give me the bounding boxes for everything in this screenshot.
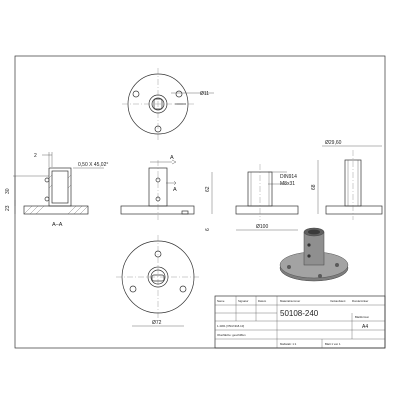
section-arrow-label: A xyxy=(173,187,177,193)
bottom-view: Ø72 xyxy=(116,235,200,327)
dim-screw-size: M8x31 xyxy=(280,181,295,187)
dim-screw-std: DIN914 xyxy=(280,174,297,180)
dim-height-62: 62 xyxy=(205,186,211,192)
dim-base: Ø72 xyxy=(152,320,162,326)
dim-hole-small: Ø11 xyxy=(200,91,209,97)
dim-height-23: 23 xyxy=(5,205,11,211)
section-arrow-label: A xyxy=(170,155,174,161)
sheet-border xyxy=(14,55,386,349)
section-view: 2 0,50 X 45,02° 30 23 A–A xyxy=(5,152,108,228)
title-block: Name Signatur Datum Materialnummer Verka… xyxy=(214,295,386,349)
tb-row3: 1.4301 [X5CrNi18-10] xyxy=(217,324,244,328)
tb-article-number: 50108-240 xyxy=(280,309,319,318)
dim-flange-top: Ø29,60 xyxy=(325,140,342,146)
front-view: A A xyxy=(120,155,195,220)
isometric-render xyxy=(279,227,349,282)
tb-sheet-label: Blatt 1 von 1 xyxy=(325,342,341,346)
side-view: DIN914 M8x31 62 6 Ø100 xyxy=(205,164,299,231)
dim-wall: 2 xyxy=(34,153,37,159)
tb-scale-label: Maßstab: 1:1 xyxy=(280,342,297,346)
dim-height-30: 30 xyxy=(5,188,11,194)
tb-format: A4 xyxy=(362,324,368,330)
tb-name-label: Name xyxy=(217,299,225,303)
dim-bore: Ø100 xyxy=(256,224,268,230)
dim-base-6: 6 xyxy=(205,228,211,231)
dim-height-68: 68 xyxy=(311,184,317,190)
tb-signature-label: Signatur xyxy=(238,299,248,303)
tb-format-label: Blattformat xyxy=(355,315,369,319)
right-view: Ø29,60 68 xyxy=(311,140,383,220)
tb-description-header: Verkaufstext xyxy=(330,299,346,303)
tb-material-header: Materialnummer xyxy=(280,299,300,303)
section-label: A–A xyxy=(52,222,63,228)
tb-date-label: Datum xyxy=(258,299,267,303)
tb-description: Ronde/Anker xyxy=(352,299,368,303)
tb-row4: Oberfläche: geschliffen xyxy=(217,333,246,337)
top-view: Ø11 xyxy=(122,68,214,140)
dim-chamfer: 0,50 X 45,02° xyxy=(78,162,108,168)
